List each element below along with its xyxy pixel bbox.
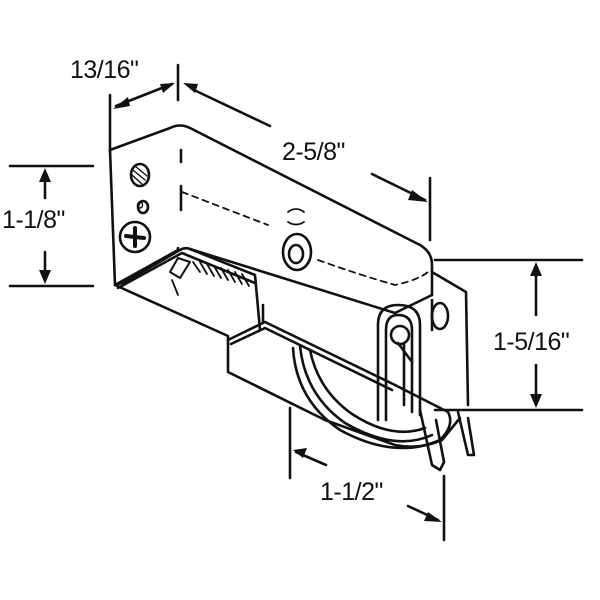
roller-wheel [291,344,462,450]
threaded-hole [129,162,151,188]
dimension-label-length: 2-5/8" [282,138,345,166]
dimension-lines [8,63,584,542]
adjustment-screw-hole [281,232,313,272]
spring [169,257,250,296]
housing [108,124,434,422]
dimension-label-overall-height: 1-5/16" [493,328,570,356]
dimension-label-depth: 13/16" [70,56,139,84]
dimension-label-housing-height: 1-1/8" [2,206,65,234]
phillips-screw [118,220,152,254]
mounting-bracket [376,270,476,472]
dimension-label-wheel-span: 1-1/2" [320,478,383,506]
fasteners [118,162,313,272]
